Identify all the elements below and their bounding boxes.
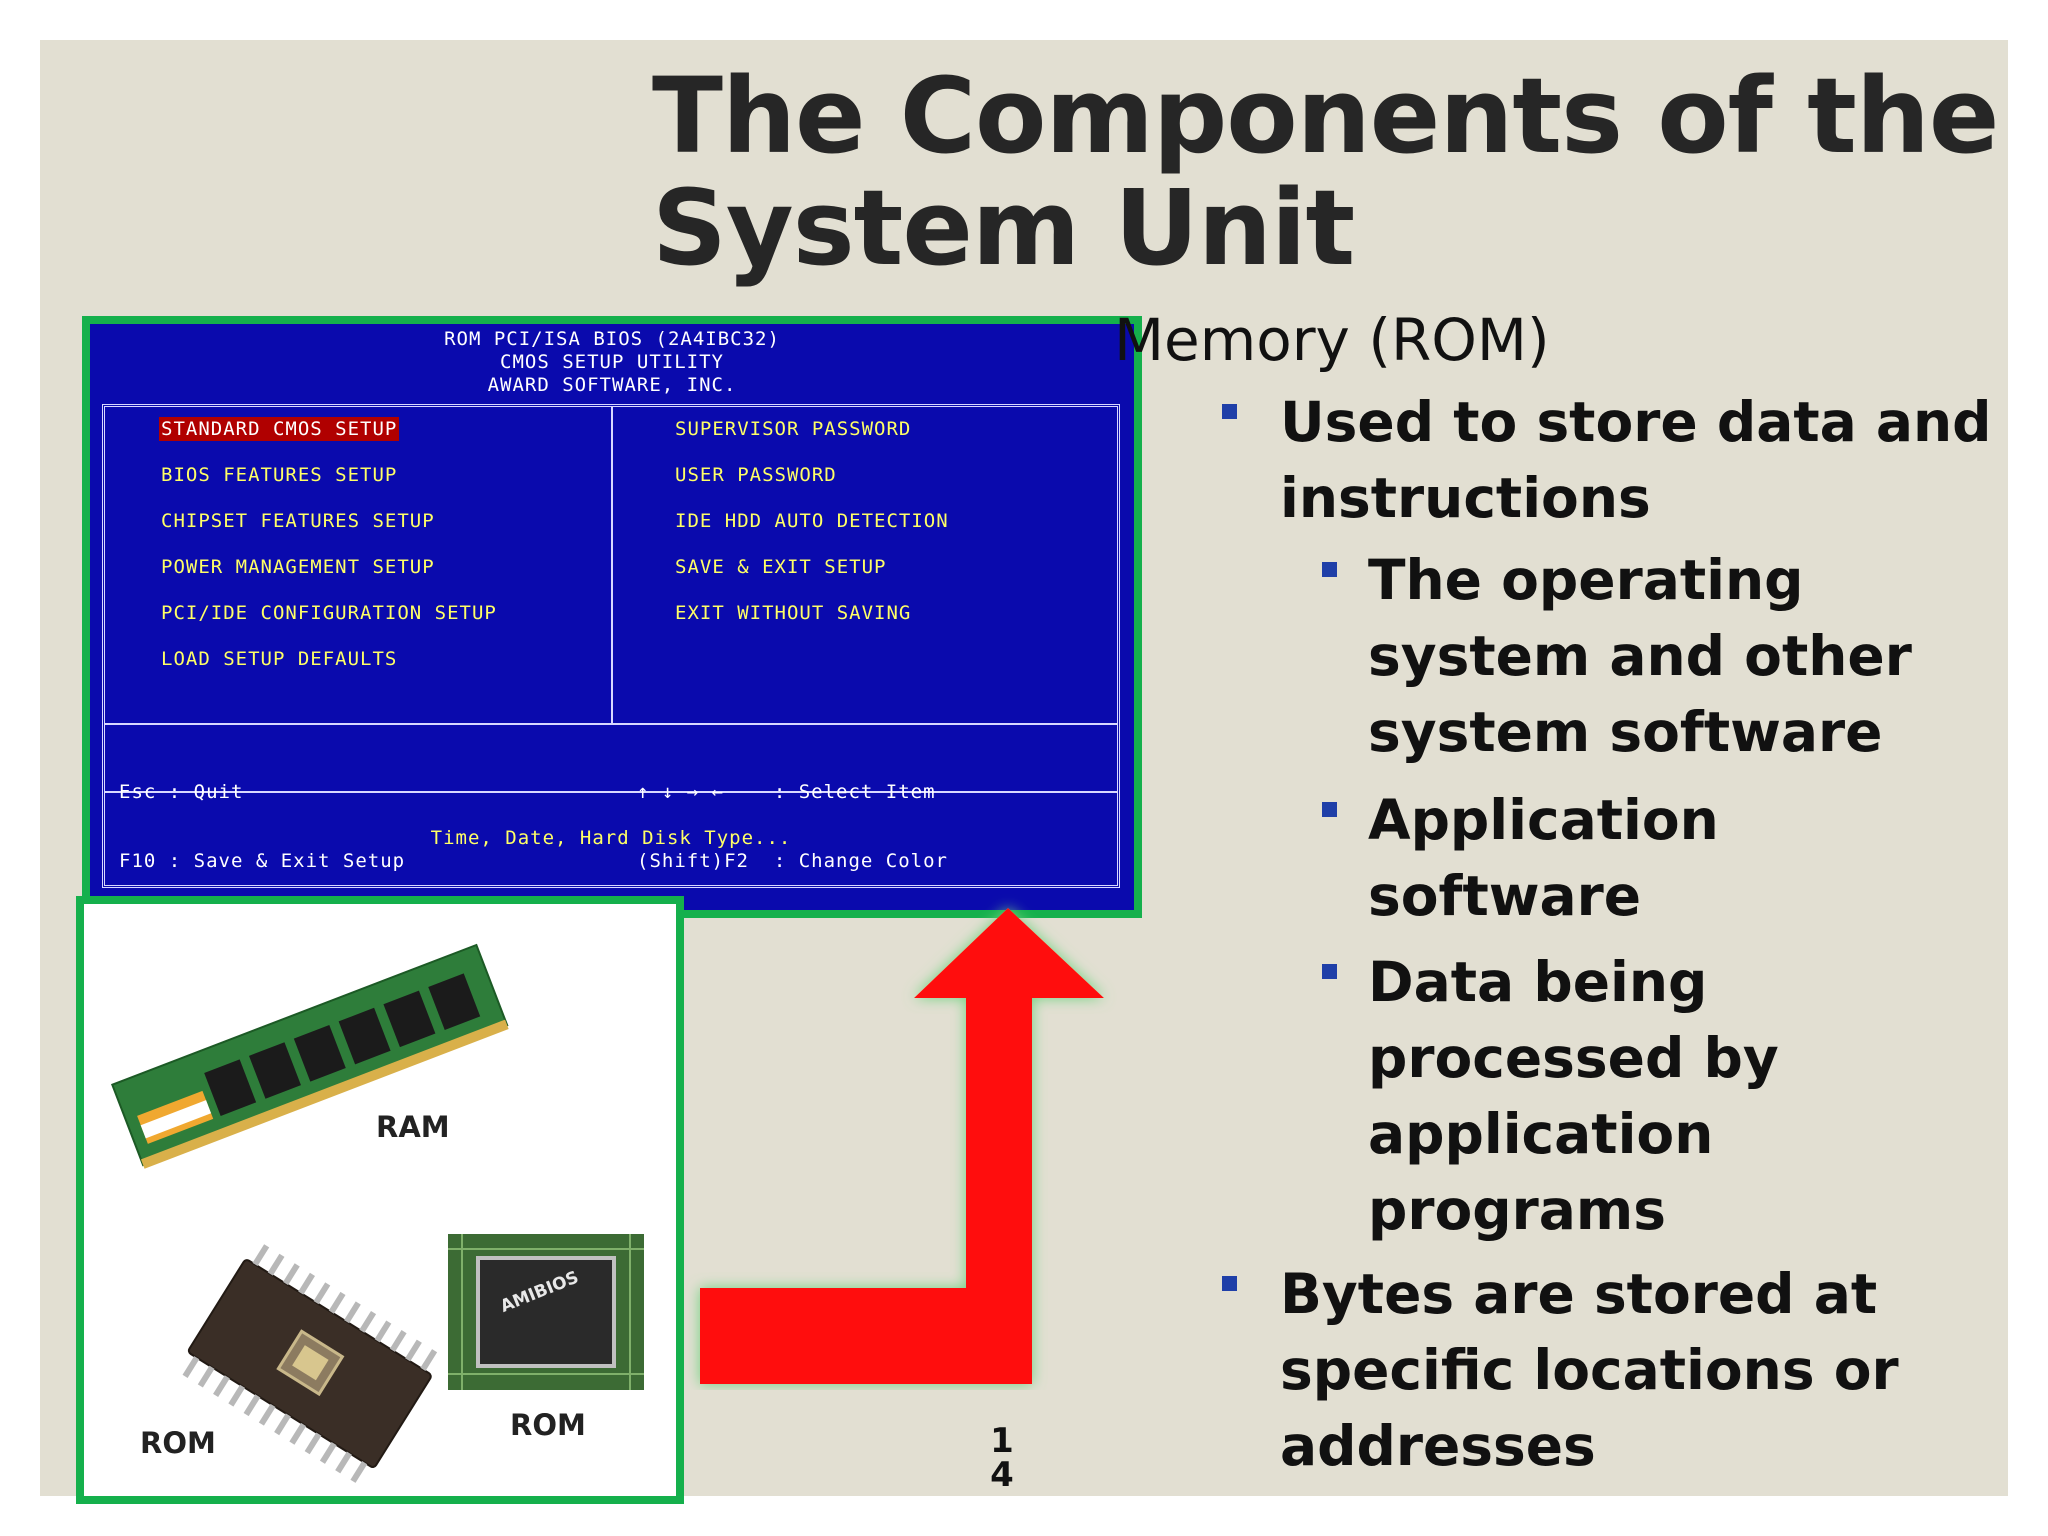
bullet-square-icon <box>1322 964 1337 979</box>
eprom-chip-image <box>182 1244 438 1483</box>
slide: The Components of the System Unit ROM PC… <box>40 40 2008 1504</box>
sub-bullet-operating-system: The operating system and other system so… <box>1368 542 1912 770</box>
bullet-line: programs <box>1368 1178 1666 1242</box>
bios-menu-item-standard-cmos[interactable]: STANDARD CMOS SETUP <box>159 417 400 441</box>
rom-label-left: ROM <box>140 1426 216 1460</box>
sub-bullet-data-processed: Data being processed by application prog… <box>1368 944 1779 1248</box>
bullet-line: The operating <box>1368 548 1804 612</box>
memory-heading: Memory (ROM) <box>1114 306 1550 374</box>
bios-header-line: AWARD SOFTWARE, INC. <box>487 374 737 396</box>
bios-help-line: Esc : Quit <box>119 781 244 803</box>
page-number-digit: 1 <box>990 1421 1014 1461</box>
memory-images-box: AMIBIOS RAM ROM ROM <box>76 896 684 1504</box>
bullet-square-icon <box>1322 802 1337 817</box>
bios-help-line: F10 : Save & Exit Setup <box>119 850 406 872</box>
ram-label: RAM <box>376 1110 450 1144</box>
bios-header-line: CMOS SETUP UTILITY <box>500 351 724 373</box>
bullet-line: specific locations or <box>1280 1338 1899 1402</box>
bios-menu-item-load-defaults[interactable]: LOAD SETUP DEFAULTS <box>161 648 398 670</box>
bios-menu-item-supervisor-password[interactable]: SUPERVISOR PASSWORD <box>675 418 912 440</box>
bios-help-line: (Shift)F2 : Change Color <box>637 850 948 872</box>
bullet-line: processed by <box>1368 1026 1779 1090</box>
bullet-line: software <box>1368 864 1642 928</box>
bios-menu-item-save-exit[interactable]: SAVE & EXIT SETUP <box>675 556 887 578</box>
slide-title: The Components of the System Unit <box>652 55 1999 289</box>
bios-divider <box>611 407 613 723</box>
bios-divider <box>105 791 1117 793</box>
rom-label-right: ROM <box>510 1408 586 1442</box>
bullet-line: Bytes are stored at <box>1280 1262 1878 1326</box>
bios-divider <box>105 723 1117 725</box>
bios-menu-item-bios-features[interactable]: BIOS FEATURES SETUP <box>161 464 398 486</box>
bios-header: ROM PCI/ISA BIOS (2A4IBC32) CMOS SETUP U… <box>90 328 1134 397</box>
page-number: 1 4 <box>982 1424 1022 1492</box>
bios-menu-box: STANDARD CMOS SETUP BIOS FEATURES SETUP … <box>102 404 1120 888</box>
bullet-square-icon <box>1322 562 1337 577</box>
bios-chip-image: AMIBIOS <box>448 1234 644 1390</box>
bios-menu-item-ide-hdd-detection[interactable]: IDE HDD AUTO DETECTION <box>675 510 949 532</box>
bullet-line: Data being <box>1368 950 1708 1014</box>
memory-photos: AMIBIOS <box>110 943 644 1483</box>
bios-help-right: ↑ ↓ → ← : Select Item (Shift)F2 : Change… <box>637 735 948 919</box>
bios-help-line: ↑ ↓ → ← : Select Item <box>637 781 936 803</box>
bullet-line: application <box>1368 1102 1714 1166</box>
bullet-square-icon <box>1222 404 1237 419</box>
bios-help-left: Esc : Quit F10 : Save & Exit Setup <box>119 735 405 919</box>
bullet-square-icon <box>1222 1276 1237 1291</box>
bios-menu-item-pci-ide-config[interactable]: PCI/IDE CONFIGURATION SETUP <box>161 602 497 624</box>
bullet-line: system and other <box>1368 624 1912 688</box>
bullet-line: system software <box>1368 700 1883 764</box>
bios-menu-item-chipset-features[interactable]: CHIPSET FEATURES SETUP <box>161 510 435 532</box>
ram-module-image <box>110 943 509 1169</box>
bios-screen: ROM PCI/ISA BIOS (2A4IBC32) CMOS SETUP U… <box>82 316 1142 918</box>
red-arrow-icon <box>700 908 1104 1384</box>
bullet-line: instructions <box>1280 466 1651 530</box>
bios-header-line: ROM PCI/ISA BIOS (2A4IBC32) <box>444 328 780 350</box>
bios-menu-item-exit-without-saving[interactable]: EXIT WITHOUT SAVING <box>675 602 912 624</box>
bullet-line: Application <box>1368 788 1719 852</box>
bullet-store-data: Used to store data and instructions <box>1280 384 1992 536</box>
page-number-digit: 4 <box>990 1455 1014 1495</box>
bios-menu-item-user-password[interactable]: USER PASSWORD <box>675 464 837 486</box>
bullet-line: Used to store data and <box>1280 390 1992 454</box>
bios-menu-item-power-management[interactable]: POWER MANAGEMENT SETUP <box>161 556 435 578</box>
bullet-line: addresses <box>1280 1414 1596 1478</box>
sub-bullet-application-software: Application software <box>1368 782 1719 934</box>
bios-status-line: Time, Date, Hard Disk Type... <box>430 827 792 849</box>
bullet-bytes-stored: Bytes are stored at specific locations o… <box>1280 1256 1899 1484</box>
